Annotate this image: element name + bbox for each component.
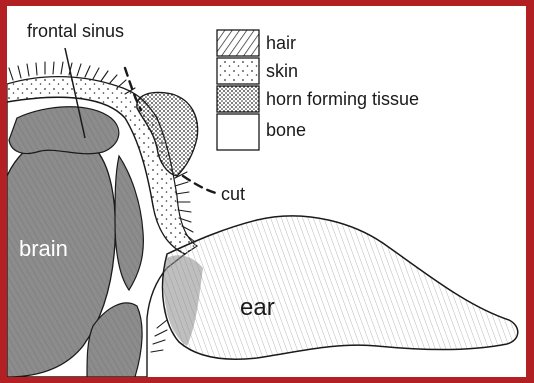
- label-ear: ear: [240, 294, 275, 321]
- legend-label-bone: bone: [266, 120, 306, 140]
- legend-swatch-skin: [217, 58, 259, 84]
- label-brain: brain: [19, 236, 68, 261]
- anatomy-diagram: frontal sinus brain cut ear hair skin ho…: [7, 6, 526, 377]
- legend-swatch-horn: [217, 86, 259, 112]
- label-cut: cut: [221, 184, 245, 204]
- legend-label-skin: skin: [266, 61, 298, 81]
- diagram-panel: frontal sinus brain cut ear hair skin ho…: [7, 6, 526, 377]
- legend-label-horn: horn forming tissue: [266, 89, 419, 109]
- legend-swatch-bone: [217, 114, 259, 150]
- legend-label-hair: hair: [266, 33, 296, 53]
- legend: hair skin horn forming tissue bone: [217, 30, 419, 150]
- ear-shape: [163, 216, 518, 359]
- label-frontal-sinus: frontal sinus: [27, 21, 124, 41]
- legend-swatch-hair: [217, 30, 259, 56]
